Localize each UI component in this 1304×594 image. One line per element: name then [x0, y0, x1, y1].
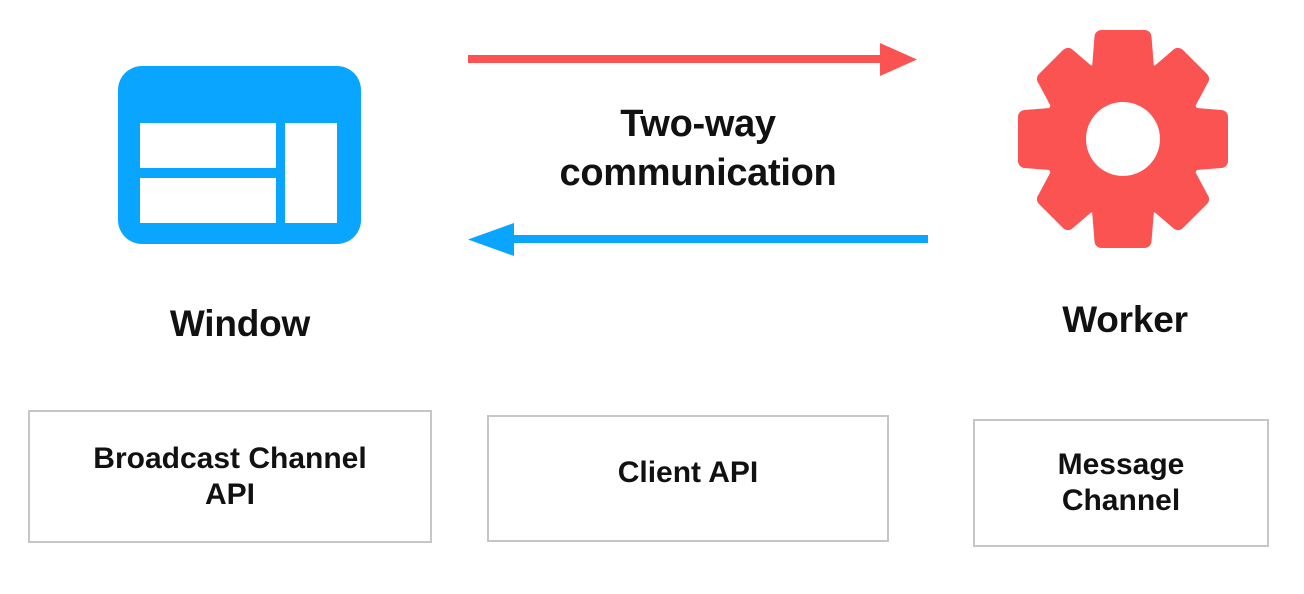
window-icon-pane-bottom-left	[140, 178, 276, 223]
api-box-broadcast-channel-text: Broadcast Channel API	[83, 441, 376, 513]
api-box-broadcast-channel-line-2: API	[204, 477, 255, 511]
api-box-client-api-text: Client API	[608, 455, 769, 491]
node-label-window: Window	[169, 303, 311, 344]
arrow-window-to-worker	[468, 40, 918, 80]
api-box-client-api: Client API	[487, 415, 889, 542]
gear-icon	[1015, 28, 1231, 250]
api-box-broadcast-channel: Broadcast Channel API	[28, 410, 432, 543]
arrow-worker-to-window	[466, 220, 928, 260]
api-box-message-channel-line-2: Channel	[1061, 484, 1181, 517]
two-way-communication-caption: Two-way communication	[478, 100, 918, 197]
caption-line-2: communication	[559, 151, 837, 194]
window-icon-pane-top-left	[140, 123, 276, 168]
api-box-client-api-line-1: Client API	[617, 455, 759, 489]
api-box-message-channel-line-1: Message	[1057, 448, 1185, 481]
api-box-broadcast-channel-line-1: Broadcast Channel	[93, 441, 367, 475]
node-label-worker: Worker	[1062, 299, 1188, 340]
caption-line-1: Two-way	[620, 103, 776, 145]
api-box-message-channel: Message Channel	[973, 419, 1269, 547]
browser-window-icon	[118, 66, 361, 244]
window-icon-pane-right	[285, 123, 337, 223]
api-box-message-channel-text: Message Channel	[1048, 447, 1195, 519]
